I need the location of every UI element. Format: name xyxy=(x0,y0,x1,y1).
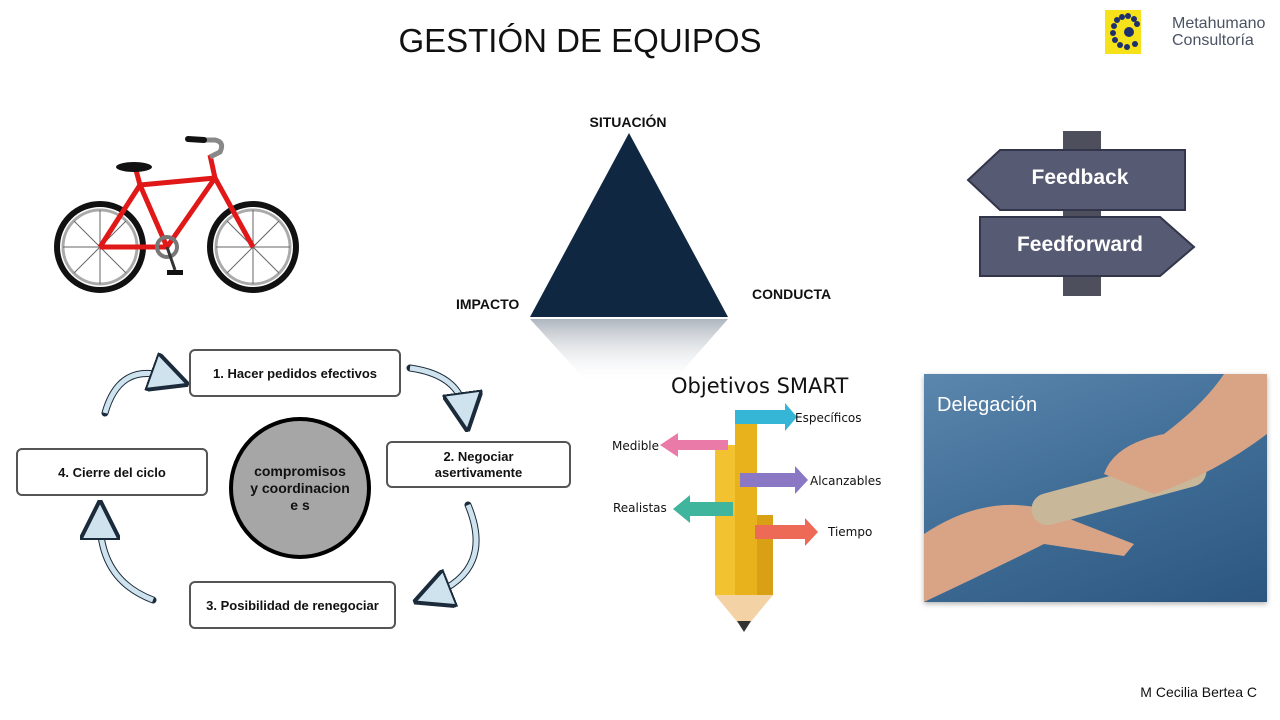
smart-item-especificos: Específicos xyxy=(795,411,862,425)
center-circle-text: compromisos y coordinacione s xyxy=(250,462,350,513)
cycle-step-2: 2. Negociar asertivamente xyxy=(386,441,571,488)
cycle-arrows xyxy=(0,340,600,640)
smart-item-alcanzables: Alcanzables xyxy=(810,474,881,488)
delegation-label: Delegación xyxy=(937,394,1038,416)
smart-item-tiempo: Tiempo xyxy=(827,525,872,539)
author-footer: M Cecilia Bertea C xyxy=(1140,684,1257,700)
logo-line2: Consultoría xyxy=(1172,32,1254,49)
smart-title: Objetivos SMART xyxy=(671,374,848,398)
logo-line1: Metahumano xyxy=(1172,15,1266,32)
smart-item-realistas: Realistas xyxy=(613,501,667,515)
triangle-shape xyxy=(530,133,728,317)
triangle-reflection xyxy=(530,319,728,385)
smart-item-medible: Medible xyxy=(612,439,659,453)
logo-mark xyxy=(1105,10,1141,54)
sign-feedback: Feedback xyxy=(1031,166,1129,189)
label-conducta: CONDUCTA xyxy=(752,286,832,302)
label-impacto: IMPACTO xyxy=(456,296,520,312)
cycle-step-4: 4. Cierre del ciclo xyxy=(16,448,208,496)
cycle-step-1: 1. Hacer pedidos efectivos xyxy=(189,349,401,397)
bicycle-image xyxy=(54,136,299,293)
situation-triangle xyxy=(530,133,728,385)
sign-feedforward: Feedforward xyxy=(1016,233,1144,256)
feedback-signpost: Feedback Feedforward xyxy=(965,128,1197,298)
delegation-photo: Delegación xyxy=(924,374,1267,602)
slide-title: GESTIÓN DE EQUIPOS xyxy=(398,22,762,59)
smart-objectives-graphic: Objetivos SMART Específicos Medible Alca… xyxy=(612,374,881,632)
center-circle: compromisos y coordinacione s xyxy=(229,417,371,559)
logo-text: Metahumano Consultoría xyxy=(1172,15,1265,49)
label-situacion: SITUACIÓN xyxy=(589,114,667,130)
cycle-step-3: 3. Posibilidad de renegociar xyxy=(189,581,396,629)
